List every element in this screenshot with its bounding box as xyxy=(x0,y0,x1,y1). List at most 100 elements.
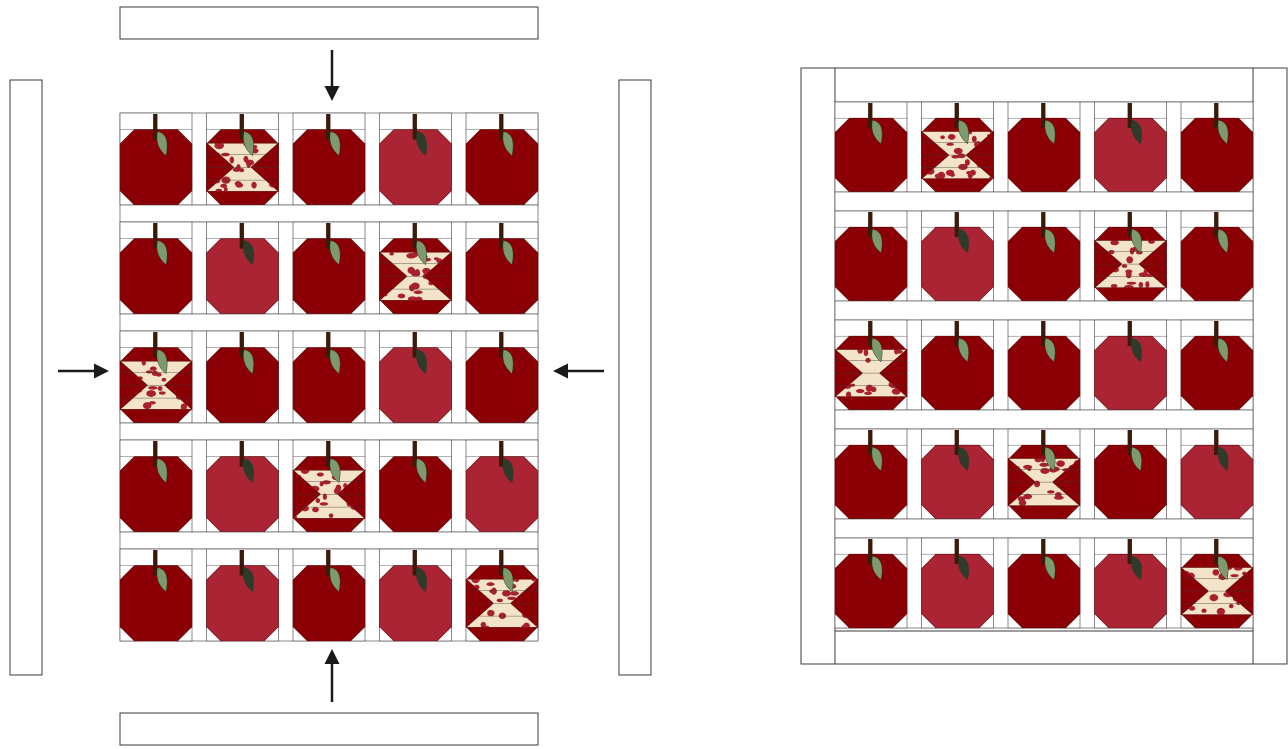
apple-body xyxy=(1094,444,1167,520)
horizontal-sashing xyxy=(834,191,1254,212)
fabric-dot xyxy=(1145,281,1150,288)
apple-leaf xyxy=(502,131,514,157)
apple-stem xyxy=(1214,212,1219,238)
apple-leaf xyxy=(1044,119,1056,145)
apple-block xyxy=(119,439,193,533)
apple-leaf xyxy=(243,458,254,484)
fabric-dot xyxy=(180,403,188,410)
fabric-dot xyxy=(485,625,490,628)
apple-stem xyxy=(499,441,504,467)
apple-stem xyxy=(1214,539,1219,565)
apple-stem xyxy=(868,212,873,238)
apple-leaf xyxy=(1217,119,1229,145)
apple-body xyxy=(379,565,452,642)
apple-block xyxy=(1007,101,1081,193)
apple-block xyxy=(292,439,366,533)
apple-stem xyxy=(954,103,959,129)
apple-stem xyxy=(868,103,873,129)
apple-body xyxy=(206,347,279,424)
apple-stem xyxy=(1127,212,1132,238)
apple-stem xyxy=(1214,430,1219,456)
apple-body xyxy=(119,456,193,533)
apple-stem xyxy=(499,332,504,358)
fabric-dot xyxy=(161,377,167,382)
apple-leaf xyxy=(243,131,254,157)
apple-leaf xyxy=(958,337,969,363)
apple-block xyxy=(1007,428,1081,520)
apple-leaf xyxy=(1217,228,1229,254)
fabric-dot xyxy=(1121,264,1128,268)
apple-stem xyxy=(868,430,873,456)
apple-leaf xyxy=(871,555,883,581)
apple-stem xyxy=(1041,103,1046,129)
apple-stem xyxy=(326,441,331,467)
apple-stem xyxy=(1041,539,1046,565)
fabric-dot xyxy=(865,357,871,363)
apple-body xyxy=(1007,335,1081,411)
fabric-dot xyxy=(148,386,158,390)
fabric-dot xyxy=(1040,467,1050,474)
apple-leaf xyxy=(958,446,969,472)
fabric-dot xyxy=(486,582,495,587)
left-border-strip xyxy=(800,67,836,665)
top-border-strip xyxy=(119,6,539,40)
fabric-dot xyxy=(1228,603,1234,609)
apple-leaf xyxy=(1131,337,1142,363)
apple-stem xyxy=(954,212,959,238)
fabric-dot xyxy=(496,598,503,603)
apple-leaf xyxy=(416,240,427,266)
apple-stem xyxy=(499,223,504,249)
fabric-dot xyxy=(845,391,852,397)
apple-body xyxy=(206,238,279,315)
apple-leaf xyxy=(1131,228,1142,254)
fabric-dot xyxy=(315,498,321,504)
apple-body xyxy=(1007,553,1081,629)
apple-block xyxy=(920,101,995,193)
fabric-dot xyxy=(514,579,520,583)
fabric-dot xyxy=(235,182,244,188)
apple-stem xyxy=(1041,212,1046,238)
apple-block xyxy=(1094,428,1167,520)
apple-leaf xyxy=(416,131,427,157)
apple-body xyxy=(465,347,539,424)
apple-body xyxy=(834,553,908,629)
apple-leaf xyxy=(243,349,254,375)
fabric-dot xyxy=(215,188,223,192)
apple-stem xyxy=(326,114,331,140)
fabric-dot xyxy=(857,349,863,354)
fabric-dot xyxy=(141,361,146,366)
apple-leaf xyxy=(1131,555,1142,581)
apple-stem xyxy=(1127,430,1132,456)
apple-stem xyxy=(1041,430,1046,456)
horizontal-sashing xyxy=(119,204,539,223)
fabric-dot xyxy=(223,187,228,192)
apple-stem xyxy=(153,332,158,358)
apple-stem xyxy=(239,441,244,467)
apple-block xyxy=(921,210,994,302)
fabric-dot xyxy=(1216,607,1226,615)
fabric-dot xyxy=(145,370,153,374)
fabric-dot xyxy=(523,622,530,628)
fabric-dot xyxy=(300,470,310,474)
apple-block xyxy=(834,210,908,302)
apple-stem xyxy=(326,332,331,358)
apple-body xyxy=(119,129,193,206)
apple-leaf xyxy=(958,555,969,581)
apple-stem xyxy=(239,114,244,140)
fabric-dot xyxy=(891,388,901,395)
apple-stem xyxy=(412,441,417,467)
left-border-strip xyxy=(9,79,43,676)
apple-leaf xyxy=(502,349,514,375)
apple-body xyxy=(465,129,539,206)
apple-leaf xyxy=(1044,446,1056,472)
apple-block xyxy=(834,428,908,520)
fabric-dot xyxy=(1110,283,1118,288)
fabric-dot xyxy=(389,252,394,256)
apple-stem xyxy=(239,550,244,576)
apple-block xyxy=(1180,319,1254,411)
bottom-border-strip xyxy=(834,630,1254,665)
fabric-dot xyxy=(1138,272,1149,277)
apple-stem xyxy=(412,223,417,249)
fabric-dot xyxy=(316,472,324,477)
